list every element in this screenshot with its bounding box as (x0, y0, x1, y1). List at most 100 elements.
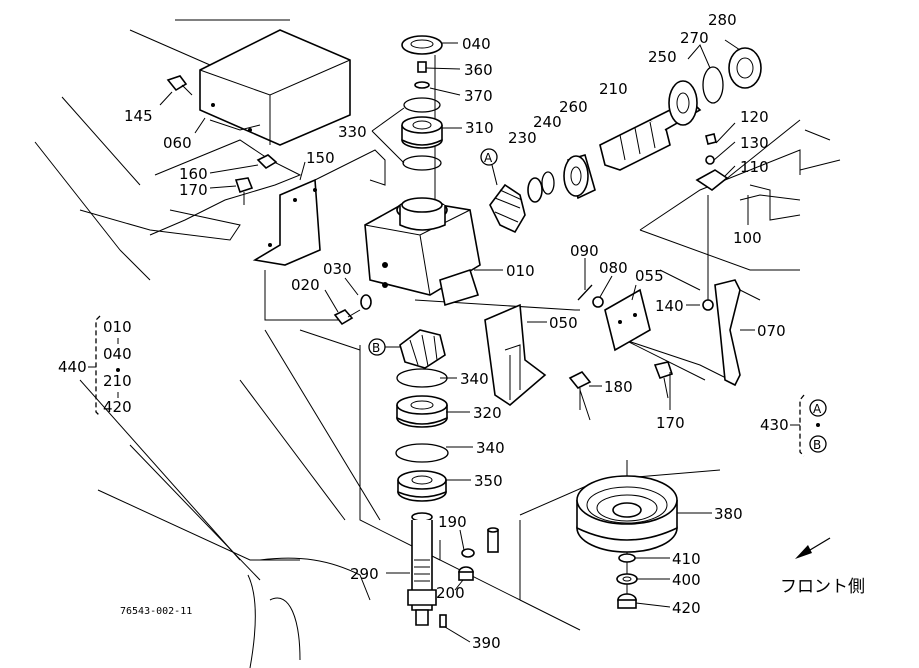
kit-440-group: 440 010 040 210 420 (58, 315, 132, 417)
front-side-label: フロント側 (780, 577, 865, 597)
cap-part-040 (401, 35, 443, 55)
pulley-part-380 (576, 475, 678, 553)
shaft-part-290 (407, 512, 437, 626)
mark-B-text: B (372, 341, 380, 355)
label-170-lower: 170 (656, 414, 685, 432)
washer-part-230 (527, 177, 543, 203)
label-120: 120 (740, 108, 769, 126)
gearbox-part-010 (364, 197, 481, 307)
label-380: 380 (714, 505, 743, 523)
lever-part-070 (714, 279, 741, 387)
label-340-lower: 340 (476, 439, 505, 457)
bearing-part-320 (396, 395, 448, 428)
screw-part-360 (417, 61, 427, 73)
label-320: 320 (473, 404, 502, 422)
nut-part-140 (702, 299, 714, 311)
label-400: 400 (672, 571, 701, 589)
label-260: 260 (559, 98, 588, 116)
bolt-part-145 (166, 75, 193, 96)
bevel-gear-B (399, 329, 446, 369)
label-360: 360 (464, 61, 493, 79)
label-270: 270 (680, 29, 709, 47)
kit-430-group: 430 A B (760, 394, 827, 457)
washer-part-370 (414, 81, 430, 89)
kit-440-item-210: 210 (103, 372, 132, 390)
label-240: 240 (533, 113, 562, 131)
snap-ring-part-340-upper (396, 368, 448, 388)
label-leaders (159, 39, 755, 643)
label-030: 030 (323, 260, 352, 278)
label-230: 230 (508, 129, 537, 147)
key-part-390 (439, 614, 447, 628)
label-420: 420 (672, 599, 701, 617)
plate-part-055 (604, 288, 651, 352)
label-430: 430 (760, 416, 789, 434)
washer-part-080 (592, 296, 604, 308)
seal-part-350 (397, 470, 447, 502)
label-050: 050 (549, 314, 578, 332)
kit-430-item-A: A (813, 402, 822, 416)
bearing-part-250 (668, 80, 698, 126)
label-170-upper: 170 (179, 181, 208, 199)
bolt-part-180 (568, 370, 592, 410)
label-145: 145 (124, 107, 153, 125)
label-210: 210 (599, 80, 628, 98)
label-130: 130 (740, 134, 769, 152)
cover-part-060 (199, 29, 351, 146)
bolt-part-020 (333, 309, 361, 326)
label-150: 150 (306, 149, 335, 167)
bolt-part-170-upper (234, 177, 254, 205)
bracket-part-050 (484, 303, 547, 407)
kit-440-item-010: 010 (103, 318, 132, 336)
bevel-gear-A (489, 183, 526, 234)
kit-440-item-420: 420 (103, 398, 132, 416)
label-160: 160 (179, 165, 208, 183)
bolt-part-120 (705, 133, 717, 145)
label-310: 310 (465, 119, 494, 137)
washer-part-030 (360, 294, 372, 310)
label-350: 350 (474, 472, 503, 490)
bracket-part-150 (252, 149, 386, 266)
snap-ring-part-270 (702, 66, 724, 104)
label-110: 110 (740, 158, 769, 176)
clamp-part-110 (695, 169, 729, 191)
label-040: 040 (462, 35, 491, 53)
pin-part-090 (577, 284, 593, 301)
washer-part-410 (618, 553, 636, 563)
label-055: 055 (635, 267, 664, 285)
snap-ring-part-340-lower (395, 443, 449, 463)
label-020: 020 (291, 276, 320, 294)
label-290: 290 (350, 565, 379, 583)
label-340-upper: 340 (460, 370, 489, 388)
bearing-part-310 (401, 116, 443, 149)
reference-mark-B: B (368, 338, 400, 356)
mark-A-text: A (484, 151, 493, 165)
label-010: 010 (506, 262, 535, 280)
nut-part-420 (617, 593, 637, 609)
bearing-part-260 (563, 154, 596, 200)
label-370: 370 (464, 87, 493, 105)
drawing-code: 76543-002-11 (120, 606, 192, 617)
snap-ring-part-330-lower (402, 155, 442, 171)
stud-bolt (487, 527, 499, 553)
label-060: 060 (163, 134, 192, 152)
label-100: 100 (733, 229, 762, 247)
front-direction-arrow-icon (795, 537, 831, 559)
reference-mark-A: A (480, 148, 498, 186)
label-250: 250 (648, 48, 677, 66)
nut-part-130 (705, 155, 715, 165)
label-200: 200 (436, 584, 465, 602)
label-180: 180 (604, 378, 633, 396)
label-070: 070 (757, 322, 786, 340)
label-390: 390 (472, 634, 501, 652)
nut-part-200 (458, 566, 474, 581)
label-440: 440 (58, 358, 87, 376)
part-labels: 040 360 370 330 310 230 240 260 210 250 … (124, 11, 786, 652)
label-330: 330 (338, 123, 367, 141)
snap-ring-part-330-upper (403, 97, 441, 113)
seal-part-280 (728, 47, 762, 89)
kit-440-item-040: 040 (103, 345, 132, 363)
label-090: 090 (570, 242, 599, 260)
